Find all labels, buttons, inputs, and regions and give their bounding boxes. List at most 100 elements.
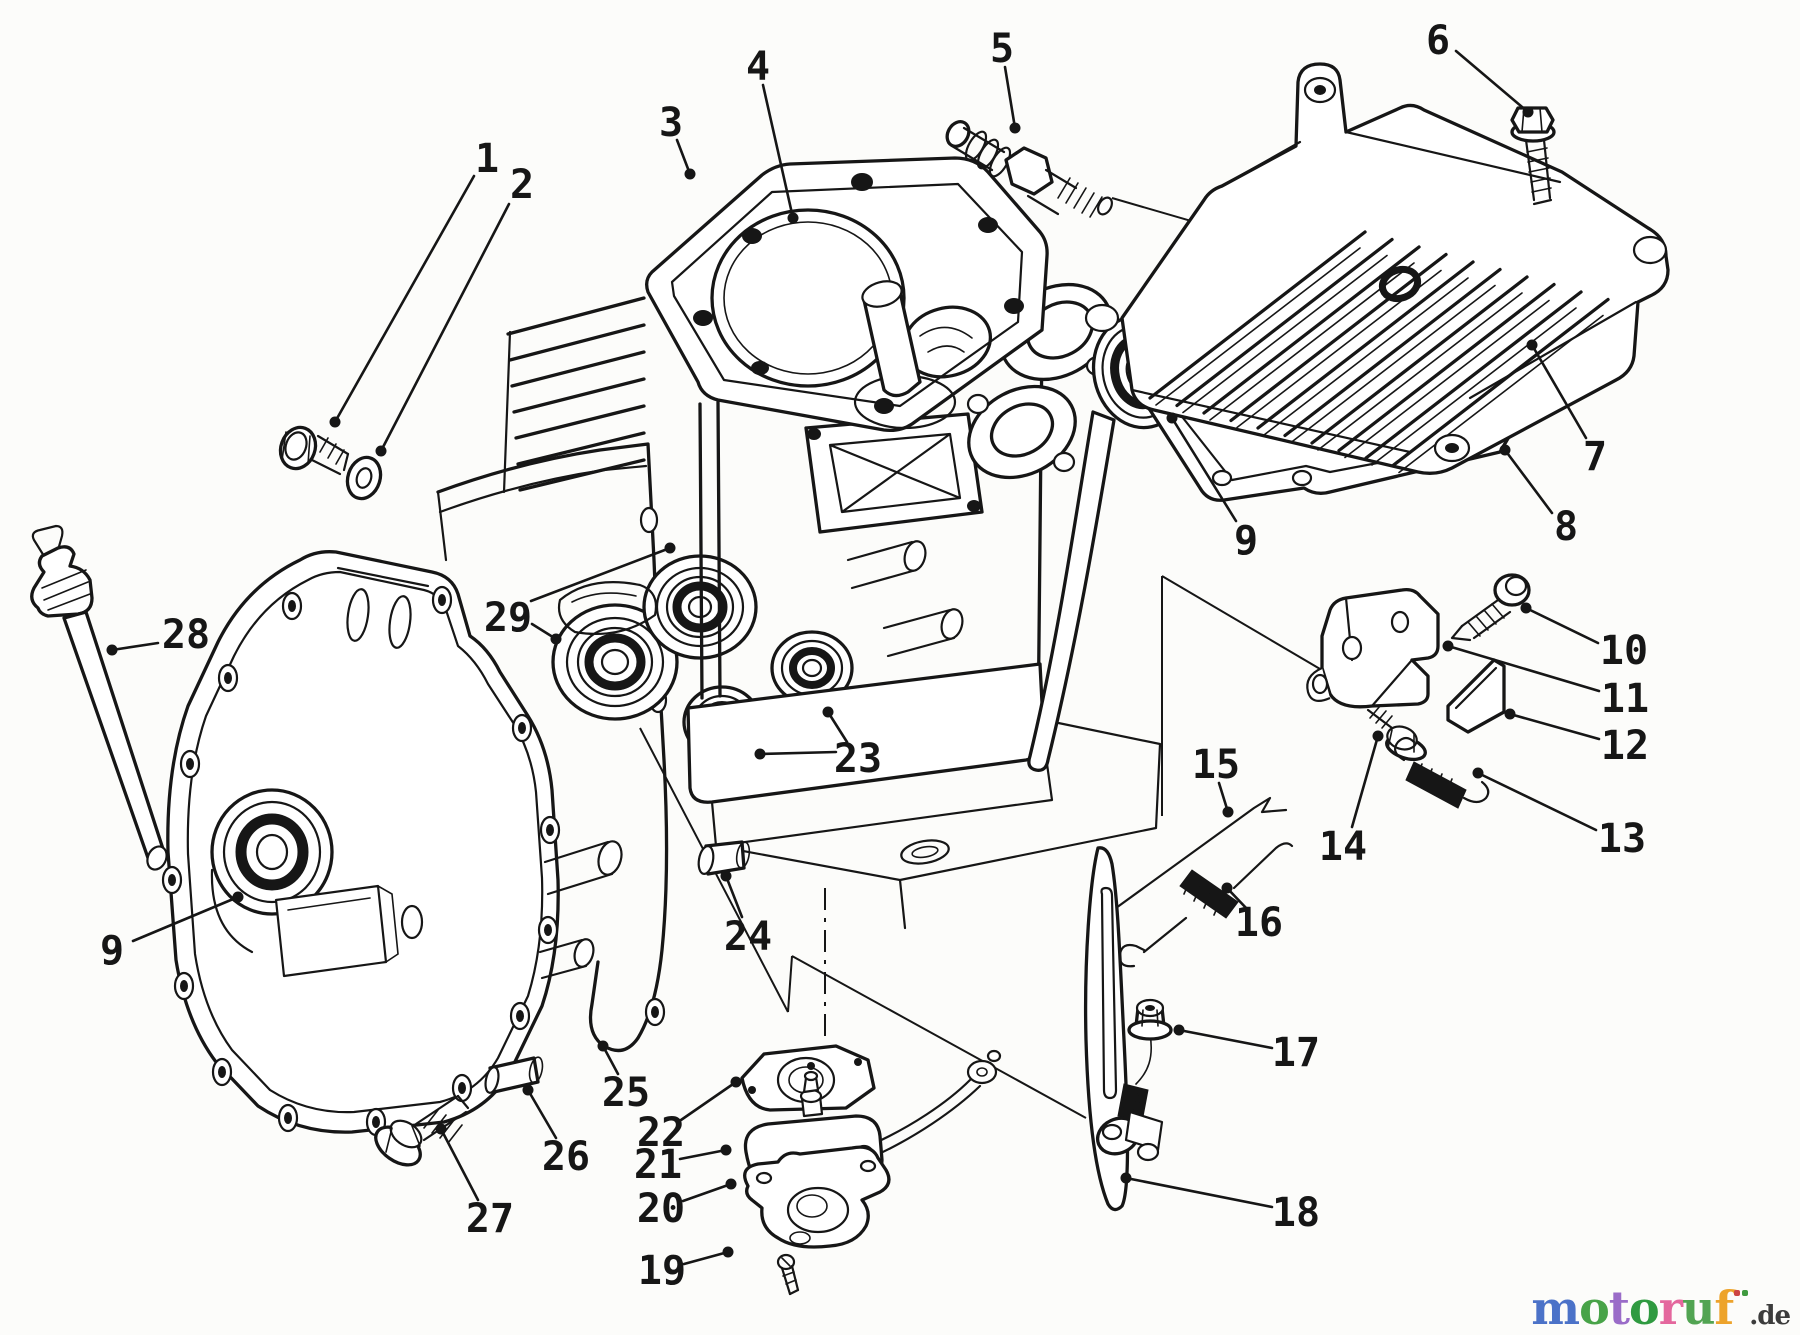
leader-line [526, 1088, 558, 1140]
screw-19 [776, 1253, 800, 1296]
watermark-letter: o [1629, 1281, 1660, 1335]
watermark-letter: t [1608, 1281, 1630, 1335]
spacer-pin-26 [484, 1056, 544, 1094]
leader-line [682, 1250, 730, 1266]
leader-dot [1499, 444, 1511, 456]
oil-pump-group [740, 1044, 1002, 1296]
callout-27: 27 [435, 1123, 514, 1242]
part-number: 28 [162, 612, 210, 658]
watermark-letter: m [1531, 1281, 1580, 1335]
leader-line [1350, 734, 1380, 829]
part-number: 13 [1598, 816, 1646, 862]
leader-dot [730, 1076, 742, 1088]
callout-24: 24 [720, 870, 772, 960]
leader-line [1508, 712, 1601, 741]
leader-dot [1221, 882, 1233, 894]
part-number: 18 [1272, 1190, 1320, 1236]
part-number: 6 [1426, 18, 1450, 64]
part-number: 25 [602, 1070, 650, 1116]
leader-line [675, 138, 692, 176]
leader-dot [1222, 806, 1234, 818]
leader-line [131, 895, 240, 943]
part-number: 5 [990, 26, 1014, 72]
leader-line [761, 83, 795, 220]
part-number: 15 [1192, 742, 1240, 788]
leader-line [333, 174, 476, 424]
part-number: 21 [634, 1142, 682, 1188]
part-number: 22 [637, 1110, 685, 1156]
callout-11: 11 [1442, 640, 1649, 722]
pump-cover-20 [743, 1145, 891, 1249]
part-number: 11 [1601, 676, 1649, 722]
leader-dot [435, 1123, 447, 1135]
part-number: 4 [746, 44, 770, 90]
part-number: 23 [834, 736, 882, 782]
leader-dot [1504, 708, 1516, 720]
part-number: 9 [1234, 518, 1258, 564]
leader-dot [822, 706, 834, 718]
breather-tube [1027, 410, 1116, 772]
callout-15: 15 [1192, 742, 1240, 818]
leader-dot [722, 1246, 734, 1258]
leader-dot [375, 445, 387, 457]
callout-14: 14 [1319, 730, 1384, 870]
part-number: 10 [1600, 628, 1648, 674]
leader-dot [1009, 122, 1021, 134]
watermark-suffix: .de [1749, 1301, 1791, 1331]
watermark-letter: o [1579, 1281, 1610, 1335]
leader-dot [720, 1144, 732, 1156]
leader-dot [1472, 767, 1484, 779]
washer-2 [345, 455, 383, 501]
governor-bracket-group [1306, 573, 1531, 809]
part-number: 12 [1601, 723, 1649, 769]
flange-nut-17 [1127, 998, 1173, 1041]
part-number: 19 [638, 1248, 686, 1294]
callout-6: 6 [1426, 18, 1534, 118]
spring-13 [1394, 736, 1490, 809]
leader-line [1446, 644, 1601, 693]
callout-19: 19 [638, 1246, 734, 1294]
leader-dot [1173, 1024, 1185, 1036]
cooling-fins-icon [506, 296, 646, 492]
leader-dot [1522, 106, 1534, 118]
leader-line [1177, 1028, 1274, 1050]
callout-10: 10 [1520, 602, 1648, 674]
callout-17: 17 [1173, 1024, 1320, 1076]
leader-dot [720, 870, 732, 882]
leader-dot [1520, 602, 1532, 614]
callout-16: 16 [1221, 882, 1283, 946]
leader-line [529, 546, 672, 603]
callout-26: 26 [522, 1084, 590, 1180]
leader-dot [664, 542, 676, 554]
leader-line [1170, 416, 1238, 523]
part-number: 27 [466, 1196, 514, 1242]
leader-line [110, 641, 160, 652]
callout-28: 28 [106, 612, 210, 658]
bolt-1 [278, 425, 350, 476]
part-number: 16 [1235, 900, 1283, 946]
watermark-letter: r [1658, 1281, 1683, 1335]
leader-line [724, 874, 744, 919]
leader-line [1503, 448, 1554, 515]
callout-12: 12 [1504, 708, 1649, 769]
callout-9: 9 [1166, 412, 1258, 564]
bolt-10 [1450, 573, 1531, 642]
bearing-23d [770, 630, 854, 706]
cover-bolt-holes [161, 585, 561, 1137]
dipstick [30, 524, 168, 871]
part-number: 8 [1554, 504, 1578, 550]
cylinder-head [1084, 62, 1670, 475]
crankcase-cover-outer [161, 550, 623, 1137]
part-number: 1 [475, 136, 499, 182]
part-number: 2 [510, 162, 534, 208]
part-number: 24 [724, 914, 772, 960]
leader-line [1530, 343, 1588, 440]
callout-25: 25 [597, 1040, 650, 1116]
leader-dot [1120, 1172, 1132, 1184]
part-number: 3 [659, 100, 683, 146]
callout-20: 20 [637, 1178, 737, 1232]
leader-line [1003, 65, 1017, 130]
